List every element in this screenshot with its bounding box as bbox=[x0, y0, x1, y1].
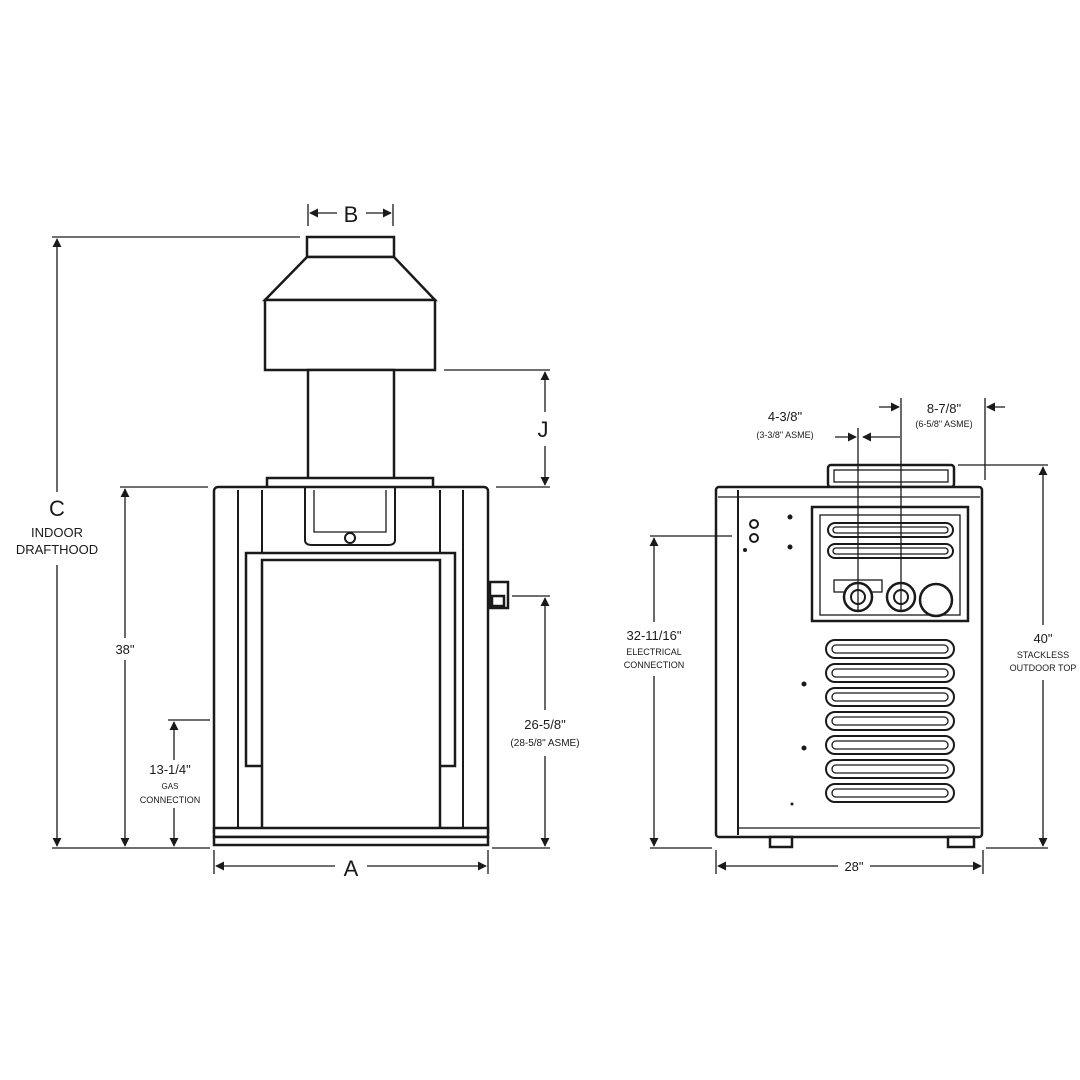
outdoor-height: 40" bbox=[1033, 631, 1052, 646]
label-b: B bbox=[344, 202, 359, 227]
gas-height: 13-1/4" bbox=[149, 762, 191, 777]
front-panel bbox=[260, 558, 442, 832]
base-strip bbox=[212, 826, 490, 839]
depth-28: 28" bbox=[844, 859, 863, 874]
water-asme: (28-5/8" ASME) bbox=[510, 738, 579, 749]
label-j: J bbox=[538, 417, 549, 442]
label-a: A bbox=[344, 856, 359, 881]
outlet-asme: (6-5/8" ASME) bbox=[915, 419, 972, 429]
drafthood-body bbox=[263, 298, 437, 372]
upper-louvers bbox=[827, 522, 954, 559]
label-c-caption-2: DRAFTHOOD bbox=[16, 542, 98, 557]
height-38: 38" bbox=[115, 642, 134, 657]
label-c: C bbox=[49, 496, 65, 521]
stackless-top bbox=[826, 463, 956, 489]
side-view: 4-3/8" (3-3/8" ASME) 8-7/8" (6-5/8" ASME… bbox=[624, 398, 1077, 874]
drain-port bbox=[918, 582, 954, 618]
electrical-height: 32-11/16" bbox=[627, 628, 682, 643]
label-c-caption-1: INDOOR bbox=[31, 525, 83, 540]
front-view: B C INDOOR DRAFTHOOD 38" 13-1/4" GAS CON… bbox=[16, 202, 580, 881]
outdoor-caption-1: STACKLESS bbox=[1017, 650, 1069, 660]
control-handle bbox=[304, 487, 396, 546]
drafthood-collar bbox=[305, 235, 396, 259]
gas-caption-2: CONNECTION bbox=[140, 795, 201, 805]
outdoor-caption-2: OUTDOOR TOP bbox=[1010, 663, 1077, 673]
lower-louvers bbox=[825, 639, 955, 803]
inlet-asme: (3-3/8" ASME) bbox=[756, 430, 813, 440]
electrical-caption-2: CONNECTION bbox=[624, 660, 685, 670]
outlet-offset: 8-7/8" bbox=[927, 401, 962, 416]
water-height: 26-5/8" bbox=[524, 717, 566, 732]
drafthood-cone bbox=[262, 255, 438, 302]
gas-caption-1: GAS bbox=[162, 782, 179, 791]
inlet-offset: 4-3/8" bbox=[768, 409, 803, 424]
base-plate bbox=[212, 835, 490, 847]
drafthood-stem bbox=[306, 368, 396, 482]
electrical-caption-1: ELECTRICAL bbox=[626, 647, 682, 657]
